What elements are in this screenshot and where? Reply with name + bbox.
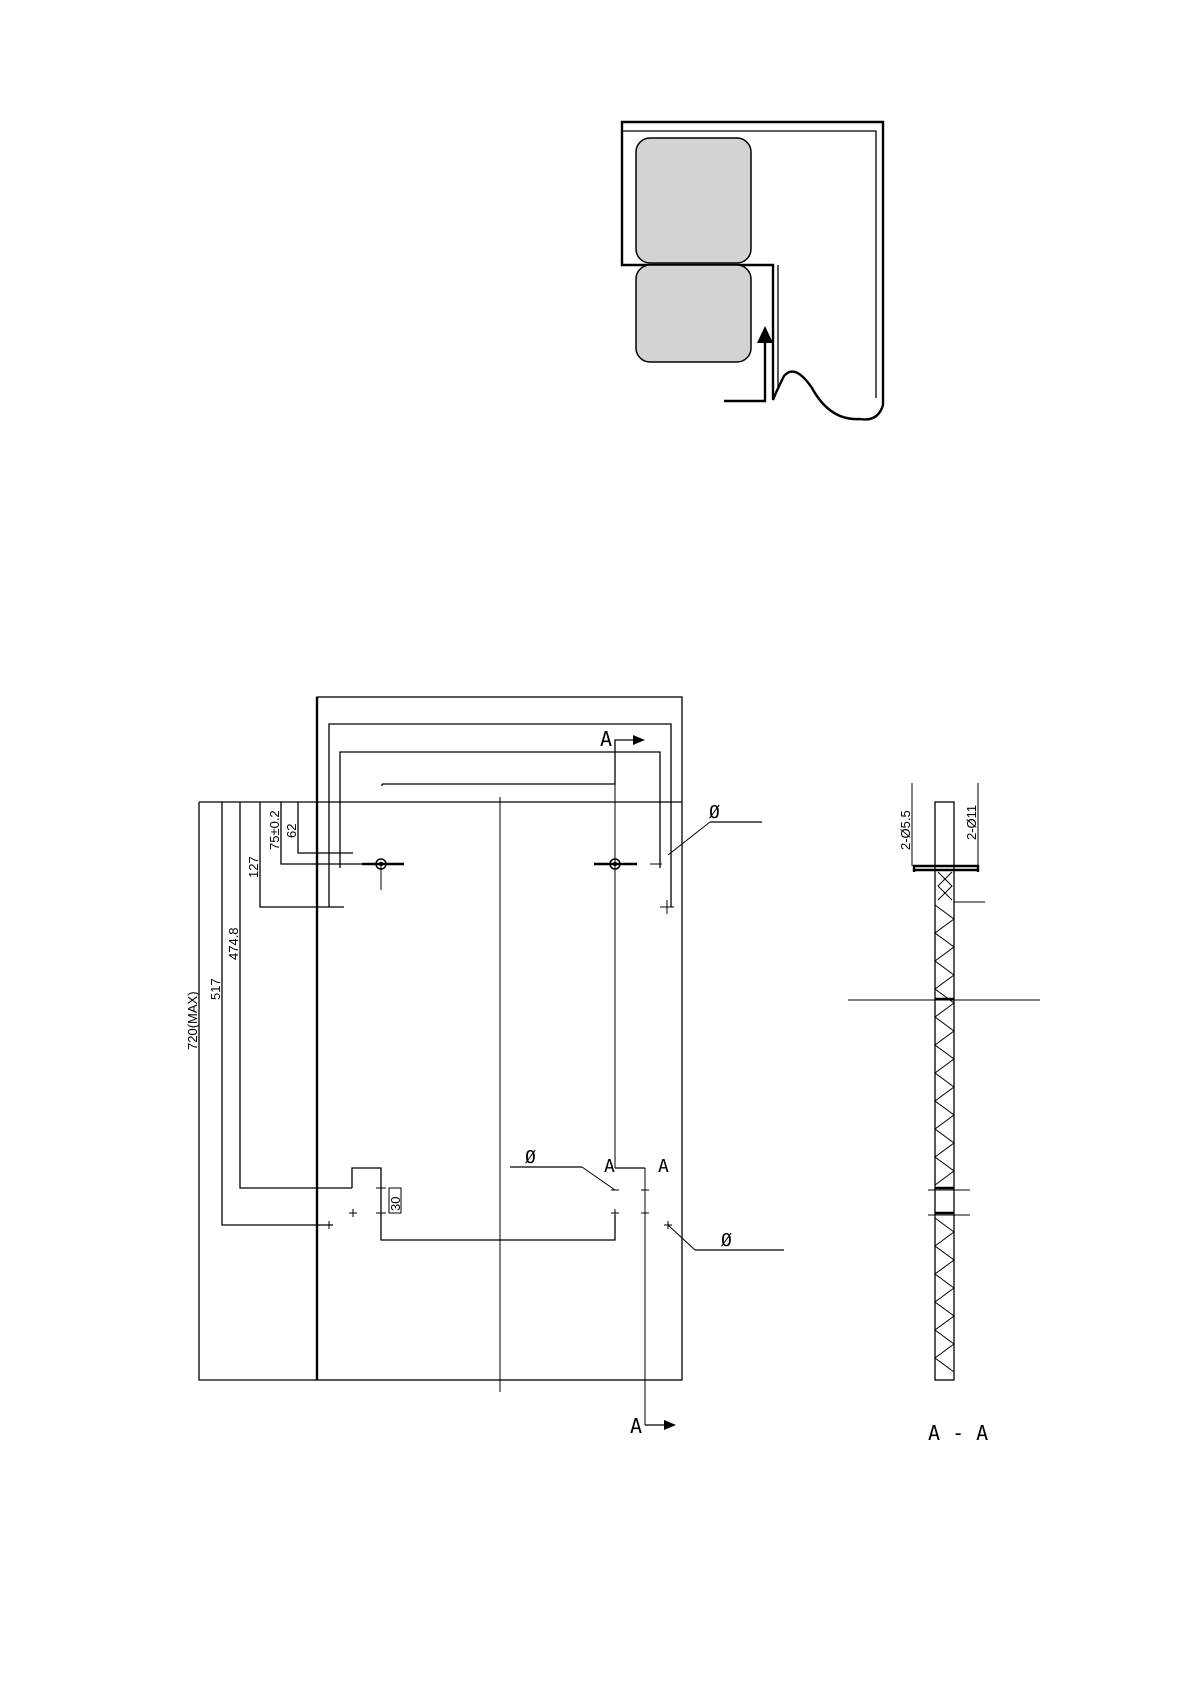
dim-text-127: 127 <box>246 856 261 878</box>
top-right-leader <box>668 822 710 855</box>
hole-label-small: 2-Ø5.5 <box>898 810 913 850</box>
dim-text-474-8: 474.8 <box>226 927 241 960</box>
front-view: 720(MAX) 517 474.8 127 75±0.2 62 30 A A … <box>185 697 784 1438</box>
section-arrow-top <box>633 735 645 745</box>
diameter-label-mid-left: Ø <box>525 1147 536 1168</box>
sketch-arrow-head <box>757 326 773 343</box>
section-notch-1 <box>935 999 954 1213</box>
dim-line-720 <box>199 802 317 1380</box>
section-marker-bottom: A <box>630 1414 642 1438</box>
section-zigzag <box>935 905 954 1372</box>
dim-text-30: 30 <box>388 1197 403 1211</box>
dim-text-720: 720(MAX) <box>185 991 200 1050</box>
section-marker-mid-left: A <box>604 1156 615 1177</box>
dim-text-75: 75±0.2 <box>267 810 282 850</box>
section-flange <box>914 866 978 872</box>
diameter-label-top-right: Ø <box>709 802 720 823</box>
section-marker-top: A <box>600 727 612 751</box>
dim-line-62 <box>298 802 353 853</box>
installation-sketch <box>622 122 883 419</box>
section-marker-mid-right: A <box>658 1156 669 1177</box>
hole-label-large: 2-Ø11 <box>964 805 979 840</box>
sketch-upper-cabinet <box>636 138 751 263</box>
sketch-lower-cabinet <box>636 265 751 362</box>
section-light-hatch <box>938 872 952 900</box>
section-body <box>935 802 954 1380</box>
section-view-a-a: 2-Ø5.5 2-Ø11 A - A <box>848 783 1040 1445</box>
dim-text-517: 517 <box>208 978 223 1000</box>
dim-text-62: 62 <box>284 824 299 838</box>
section-cut-top-hook <box>382 740 635 784</box>
section-view-title: A - A <box>928 1421 988 1445</box>
mount-hole-top-left <box>362 859 404 890</box>
diameter-label-bottom-right: Ø <box>721 1230 732 1251</box>
section-arrow-bottom <box>664 1420 676 1430</box>
bottom-crosses <box>325 1188 672 1229</box>
